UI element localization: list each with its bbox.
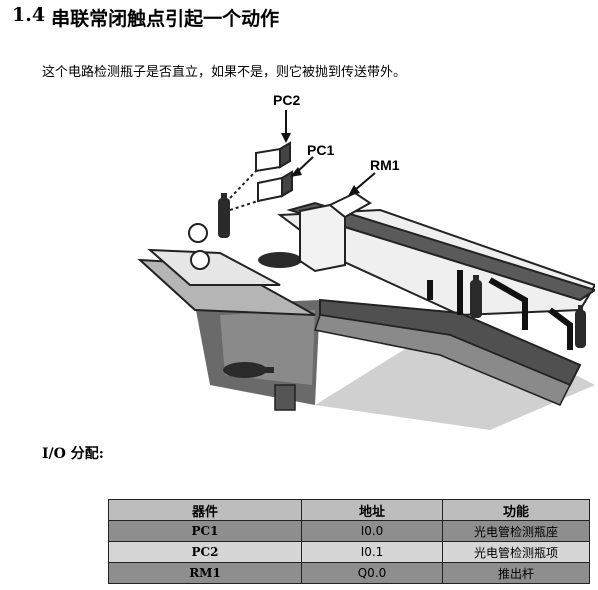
header-device: 器件	[108, 499, 302, 521]
device-cell: RM1	[108, 562, 302, 584]
function-cell: 光电管检测瓶项	[442, 541, 590, 563]
address-cell: I0.1	[301, 541, 443, 563]
label-rm1: RM1	[370, 157, 400, 173]
bottle-upright-left	[218, 193, 230, 238]
section-title: 1.4 串联常闭触点引起一个动作	[12, 4, 279, 31]
table-header-row: 器件 地址 功能	[108, 499, 590, 521]
table-row: PC2 I0.1 光电管检测瓶项	[108, 541, 590, 563]
bottle-upright-mid	[470, 275, 482, 318]
pedestal	[274, 384, 296, 411]
description-text: 这个电路检测瓶子是否直立，如果不是，则它被抛到传送带外。	[42, 65, 407, 80]
sensor-pc2	[255, 141, 291, 173]
roller-bottom	[190, 250, 210, 270]
conveyor-illustration: PC2 PC1 RM1	[137, 92, 595, 430]
function-cell: 推出杆	[442, 562, 590, 584]
arrow-rm1	[348, 172, 376, 196]
section-heading: 串联常闭触点引起一个动作	[51, 8, 280, 30]
sensor-pc1	[257, 170, 293, 203]
bottle-upright-right	[575, 305, 586, 348]
bottle-rejected	[223, 362, 274, 378]
header-address: 地址	[301, 499, 443, 521]
label-pc2: PC2	[273, 92, 300, 108]
table-row: PC1 I0.0 光电管检测瓶座	[108, 520, 590, 542]
io-table: 器件 地址 功能 PC1 I0.0 光电管检测瓶座 PC2 I0.1 光电管检测…	[108, 499, 590, 584]
arrow-pc1	[290, 156, 314, 177]
conveyor-supports	[427, 270, 573, 350]
device-cell: PC2	[108, 541, 302, 563]
arrow-pc2	[281, 110, 291, 143]
sensor-beam-lower	[229, 200, 259, 211]
label-pc1: PC1	[307, 142, 334, 158]
pusher-rm1	[299, 191, 372, 273]
floor-shadow	[315, 315, 595, 430]
device-cell: PC1	[108, 520, 302, 542]
table-row: RM1 Q0.0 推出杆	[108, 562, 590, 584]
address-cell: Q0.0	[301, 562, 443, 584]
section-number: 1.4	[12, 4, 46, 26]
sensor-beam	[229, 170, 257, 199]
conveyor-side	[314, 314, 572, 406]
address-cell: I0.0	[301, 520, 443, 542]
function-cell: 光电管检测瓶座	[442, 520, 590, 542]
conveyor-rail-back	[286, 201, 595, 302]
io-assignment-label: I/O 分配:	[42, 446, 104, 462]
roller-top	[188, 223, 208, 243]
header-function: 功能	[442, 499, 590, 521]
